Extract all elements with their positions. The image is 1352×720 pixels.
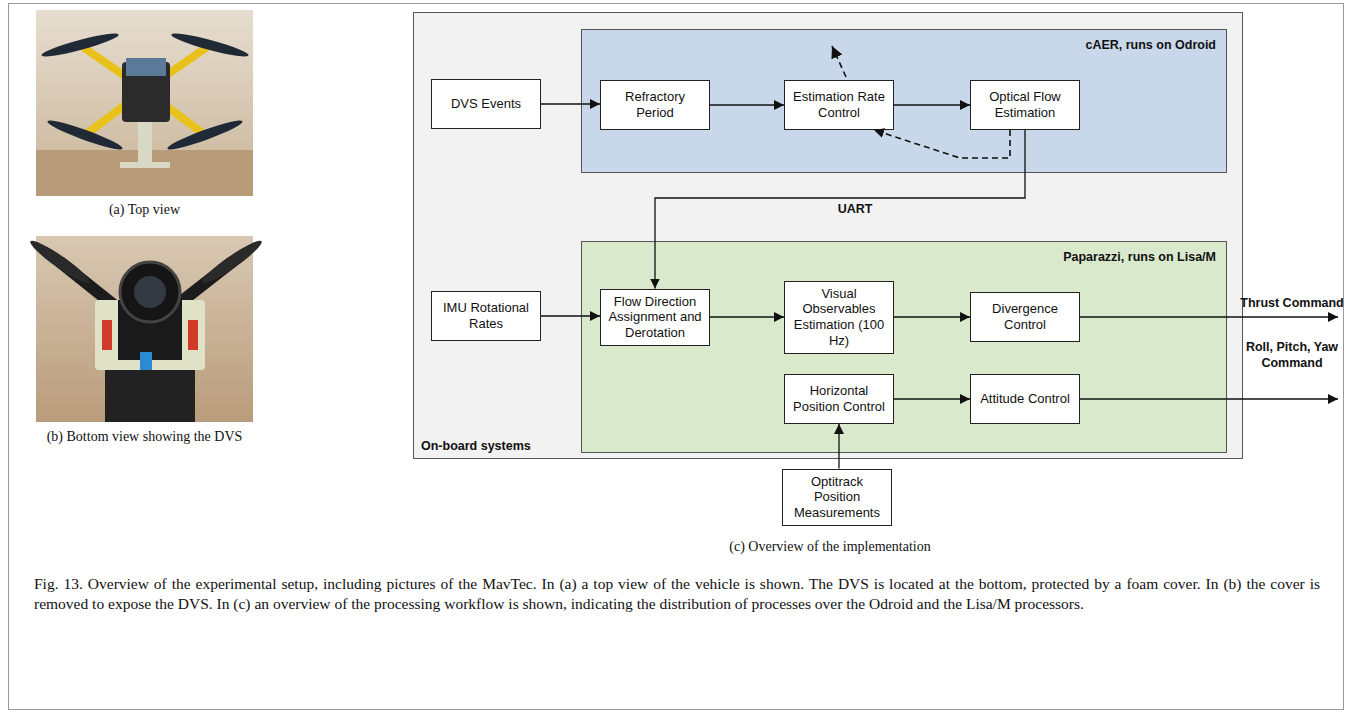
landing-leg [138, 122, 152, 167]
figure-caption: Fig. 13. Overview of the experimental se… [34, 574, 1320, 614]
connector-arrow [541, 315, 600, 316]
box-text: Visual Observables Estimation (100 Hz) [789, 286, 889, 348]
input-box: IMU Rotational Rates [431, 291, 541, 341]
box-text: Estimation Rate Control [789, 89, 889, 120]
box-text: Attitude Control [980, 391, 1070, 407]
system-region: On-board systems cAER, runs on OdroidRefr… [413, 12, 1243, 459]
subfigure-label: (b) Bottom view showing the DVS [36, 428, 253, 446]
box-text: Divergence Control [975, 301, 1075, 332]
propeller [40, 30, 120, 60]
strap [140, 352, 152, 370]
box-text: IMU Rotational Rates [436, 300, 536, 331]
process-box: Estimation Rate Control [784, 80, 894, 130]
process-box: Optical Flow Estimation [970, 80, 1080, 130]
top-view-photo [36, 10, 253, 196]
propeller [166, 117, 245, 154]
process-box: Flow Direction Assignment and Derotation [600, 289, 710, 346]
box-text: Optitrack Position Measurements [787, 474, 887, 521]
propeller [170, 30, 250, 60]
connector-arrow [710, 316, 784, 317]
output-arrow [1080, 316, 1338, 317]
propeller [46, 117, 125, 154]
output-arrow [1080, 398, 1338, 399]
drone-body [105, 370, 195, 422]
subfigure-label: (a) Top view [36, 201, 253, 219]
connector-arrow [894, 316, 970, 317]
input-box: DVS Events [431, 79, 541, 129]
dashed-rate-arrow [832, 46, 846, 77]
connector-arrow [894, 104, 970, 105]
region-title: Paparazzi, runs on Lisa/M [1063, 250, 1216, 264]
camera-lens [120, 262, 180, 322]
output-label: Roll, Pitch, Yaw Command [1238, 340, 1346, 371]
figure-frame [9, 4, 1344, 710]
box-text: Horizontal Position Control [789, 383, 889, 414]
bottom-view-photo [27, 236, 265, 422]
processor-region: cAER, runs on OdroidRefractory Period Est… [581, 29, 1227, 173]
input-box: Optitrack Position Measurements [782, 469, 892, 526]
landing-foot [120, 162, 170, 168]
edge-label: UART [835, 202, 876, 216]
processor-region: Paparazzi, runs on Lisa/M Flow Direction … [581, 241, 1227, 453]
propeller [199, 236, 265, 287]
process-box: Horizontal Position Control [784, 374, 894, 424]
process-box: Attitude Control [970, 374, 1080, 424]
box-text: DVS Events [451, 96, 521, 112]
processor-board [126, 58, 166, 76]
connector-arrow [838, 424, 839, 469]
connector-arrow [655, 130, 1025, 289]
process-box: Visual Observables Estimation (100 Hz) [784, 281, 894, 354]
subfigure-label: (c) Overview of the implementation [650, 538, 1010, 556]
region-title: On-board systems [421, 439, 531, 453]
process-box: Refractory Period [600, 80, 710, 130]
box-text: Flow Direction Assignment and Derotation [605, 294, 705, 341]
propeller [27, 236, 93, 287]
box-text: Optical Flow Estimation [975, 89, 1075, 120]
region-title: cAER, runs on Odroid [1085, 38, 1216, 52]
strap [102, 320, 112, 350]
connector-arrow [710, 104, 784, 105]
process-box: Divergence Control [970, 292, 1080, 342]
photo-background [36, 10, 253, 196]
feedback-arrow [874, 130, 1010, 158]
box-text: Refractory Period [605, 89, 705, 120]
connector-arrow [541, 103, 600, 104]
camera-lens-glass [134, 276, 166, 308]
output-label: Thrust Command [1238, 296, 1346, 312]
strap [188, 320, 198, 350]
connector-arrow [894, 398, 970, 399]
